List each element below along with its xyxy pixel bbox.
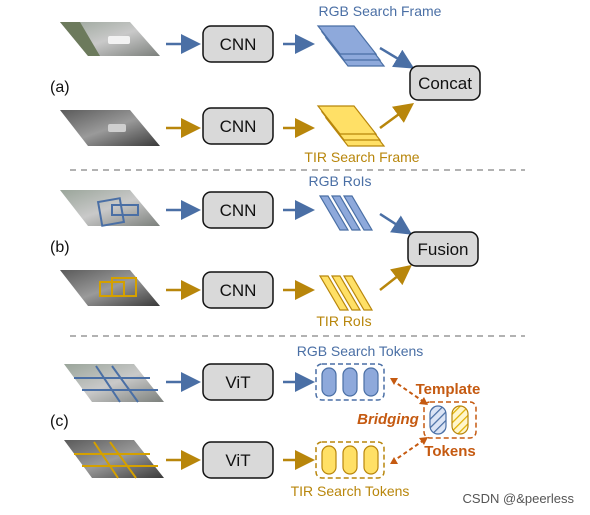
cnn-label-rgb-b: CNN — [220, 201, 257, 220]
arrow-rgb-to-concat — [379, 46, 415, 69]
vit-label-rgb-c: ViT — [225, 373, 250, 392]
cnn-label-tir-b: CNN — [220, 281, 257, 300]
tir-search-tokens — [315, 441, 385, 479]
fusion-block — [407, 231, 479, 267]
arrow-tir-to-concat — [379, 103, 415, 130]
tir-rois-label: TIR RoIs — [316, 313, 371, 329]
concat-label: Concat — [418, 74, 472, 93]
section-label-a: (a) — [50, 79, 70, 96]
rgb-feature-maps — [316, 25, 386, 67]
rgb-search-frame-label: RGB Search Frame — [319, 3, 442, 19]
tir-input-image-b — [60, 270, 160, 306]
template-tokens — [423, 401, 477, 439]
template-label: Template — [416, 381, 481, 398]
tir-feature-maps — [316, 105, 386, 147]
bridge-arrow-tir — [391, 439, 425, 463]
arrow-tir-to-fusion — [379, 264, 412, 291]
rgb-search-tokens — [315, 363, 385, 401]
tir-search-tokens-label: TIR Search Tokens — [291, 483, 410, 499]
rgb-input-image-a — [60, 22, 160, 56]
cnn-block-tir-b — [202, 271, 274, 309]
tir-input-image-c — [64, 440, 164, 479]
vit-block-rgb-c — [202, 363, 274, 401]
fusion-label: Fusion — [417, 240, 468, 259]
cnn-label-rgb-a: CNN — [220, 35, 257, 54]
rgb-input-image-c — [64, 364, 164, 403]
rgb-input-image-b — [60, 190, 160, 227]
watermark: CSDN @&peerless — [463, 491, 575, 506]
cnn-block-tir-a — [202, 107, 274, 145]
section-label-c: (c) — [50, 413, 69, 430]
rgb-rois-label: RGB RoIs — [308, 173, 371, 189]
cnn-block-rgb-b — [202, 191, 274, 229]
bridging-label: Bridging — [357, 411, 419, 428]
tir-rois — [318, 275, 374, 311]
tokens-label: Tokens — [424, 443, 475, 460]
cnn-label-tir-a: CNN — [220, 117, 257, 136]
tir-search-frame-label: TIR Search Frame — [304, 149, 419, 165]
rgb-rois — [318, 195, 374, 231]
arrow-rgb-to-fusion — [379, 212, 413, 235]
vit-block-tir-c — [202, 441, 274, 479]
rgb-search-tokens-label: RGB Search Tokens — [297, 343, 424, 359]
vit-label-tir-c: ViT — [225, 451, 250, 470]
section-label-b: (b) — [50, 239, 70, 256]
concat-block — [409, 65, 481, 101]
cnn-block-rgb-a — [202, 25, 274, 63]
tir-input-image-a — [60, 110, 160, 146]
